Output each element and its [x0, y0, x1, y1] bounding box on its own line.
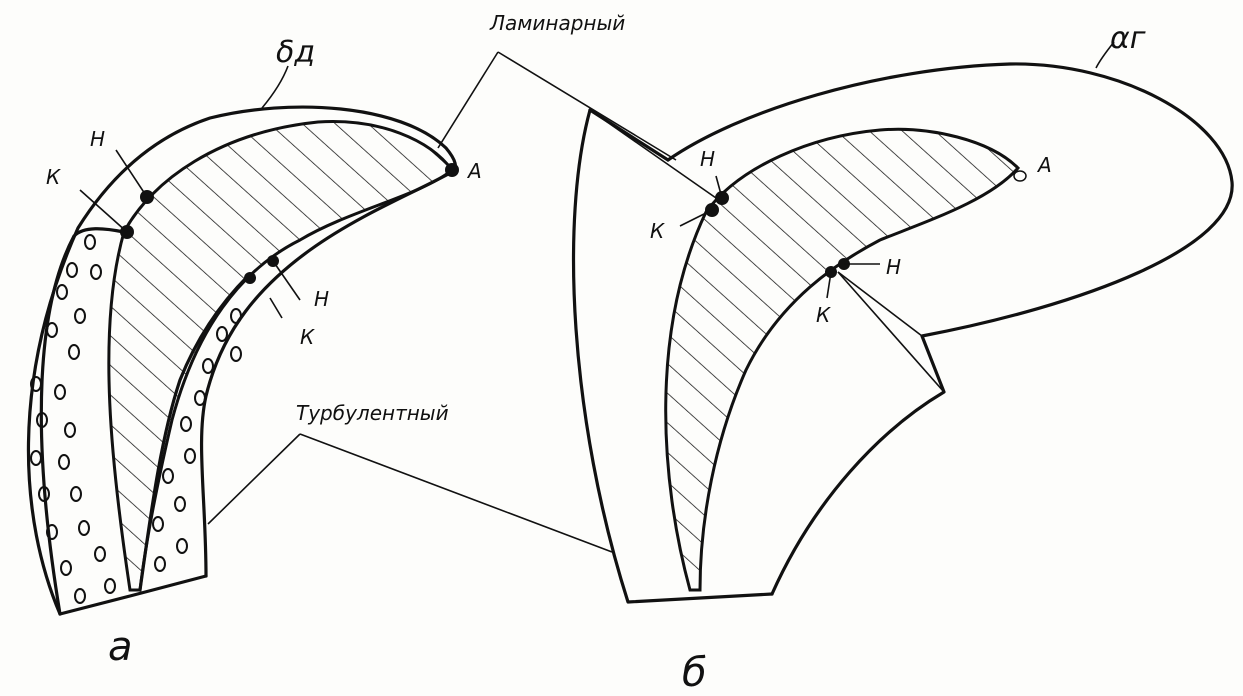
point-k-pressure-a: [244, 272, 256, 284]
label-k-suction-a: К: [46, 165, 61, 189]
diag-pressure-b-2: [837, 271, 923, 337]
trailing-bottom-a: [58, 574, 208, 616]
label-laminar: Ламинарный: [489, 11, 625, 35]
label-h-suction-a: Н: [90, 127, 105, 151]
label-h-pressure-a: Н: [314, 287, 329, 311]
label-alpha-r: αг: [1110, 21, 1146, 56]
callout-turbulent: Турбулентный: [207, 401, 613, 553]
turbulence-bubbles-pressure-a: [152, 308, 242, 572]
blade-profile-hatched-b: [664, 127, 1021, 592]
label-a-leading-b: A: [1036, 153, 1052, 177]
label-k-suction-b: К: [650, 219, 665, 243]
boundary-layer-outline-a: [26, 105, 457, 616]
diag-to-h-b: [589, 109, 717, 199]
label-a-leading-a: A: [466, 159, 482, 183]
turbulence-bubbles-suction-a: [30, 234, 116, 604]
caption-panel-a: а: [108, 624, 133, 670]
label-h-suction-b: Н: [700, 147, 715, 171]
diag-pressure-b: [837, 271, 945, 393]
turbulent-edge-suction-a: [39, 227, 126, 616]
callout-laminar: Ламинарный: [437, 11, 677, 161]
left-hull-b: [571, 108, 774, 604]
label-delta-d: δд: [276, 35, 315, 70]
turbulent-edge-pressure-a: [138, 274, 250, 592]
caption-panel-b: б: [682, 650, 707, 696]
point-a-leading-edge-b: [1013, 170, 1027, 182]
heat-transfer-envelope: [666, 62, 1234, 596]
point-a-leading-edge: [445, 163, 459, 177]
label-h-pressure-b: Н: [886, 255, 901, 279]
label-k-pressure-b: К: [816, 303, 831, 327]
label-k-pressure-a: К: [300, 325, 315, 349]
panel-a: Н К A Н К δд а: [26, 35, 482, 670]
panel-b: Н К A Н К αг б: [571, 21, 1234, 696]
blade-profile-hatched-a: [107, 120, 455, 592]
label-turbulent: Турбулентный: [296, 401, 449, 425]
